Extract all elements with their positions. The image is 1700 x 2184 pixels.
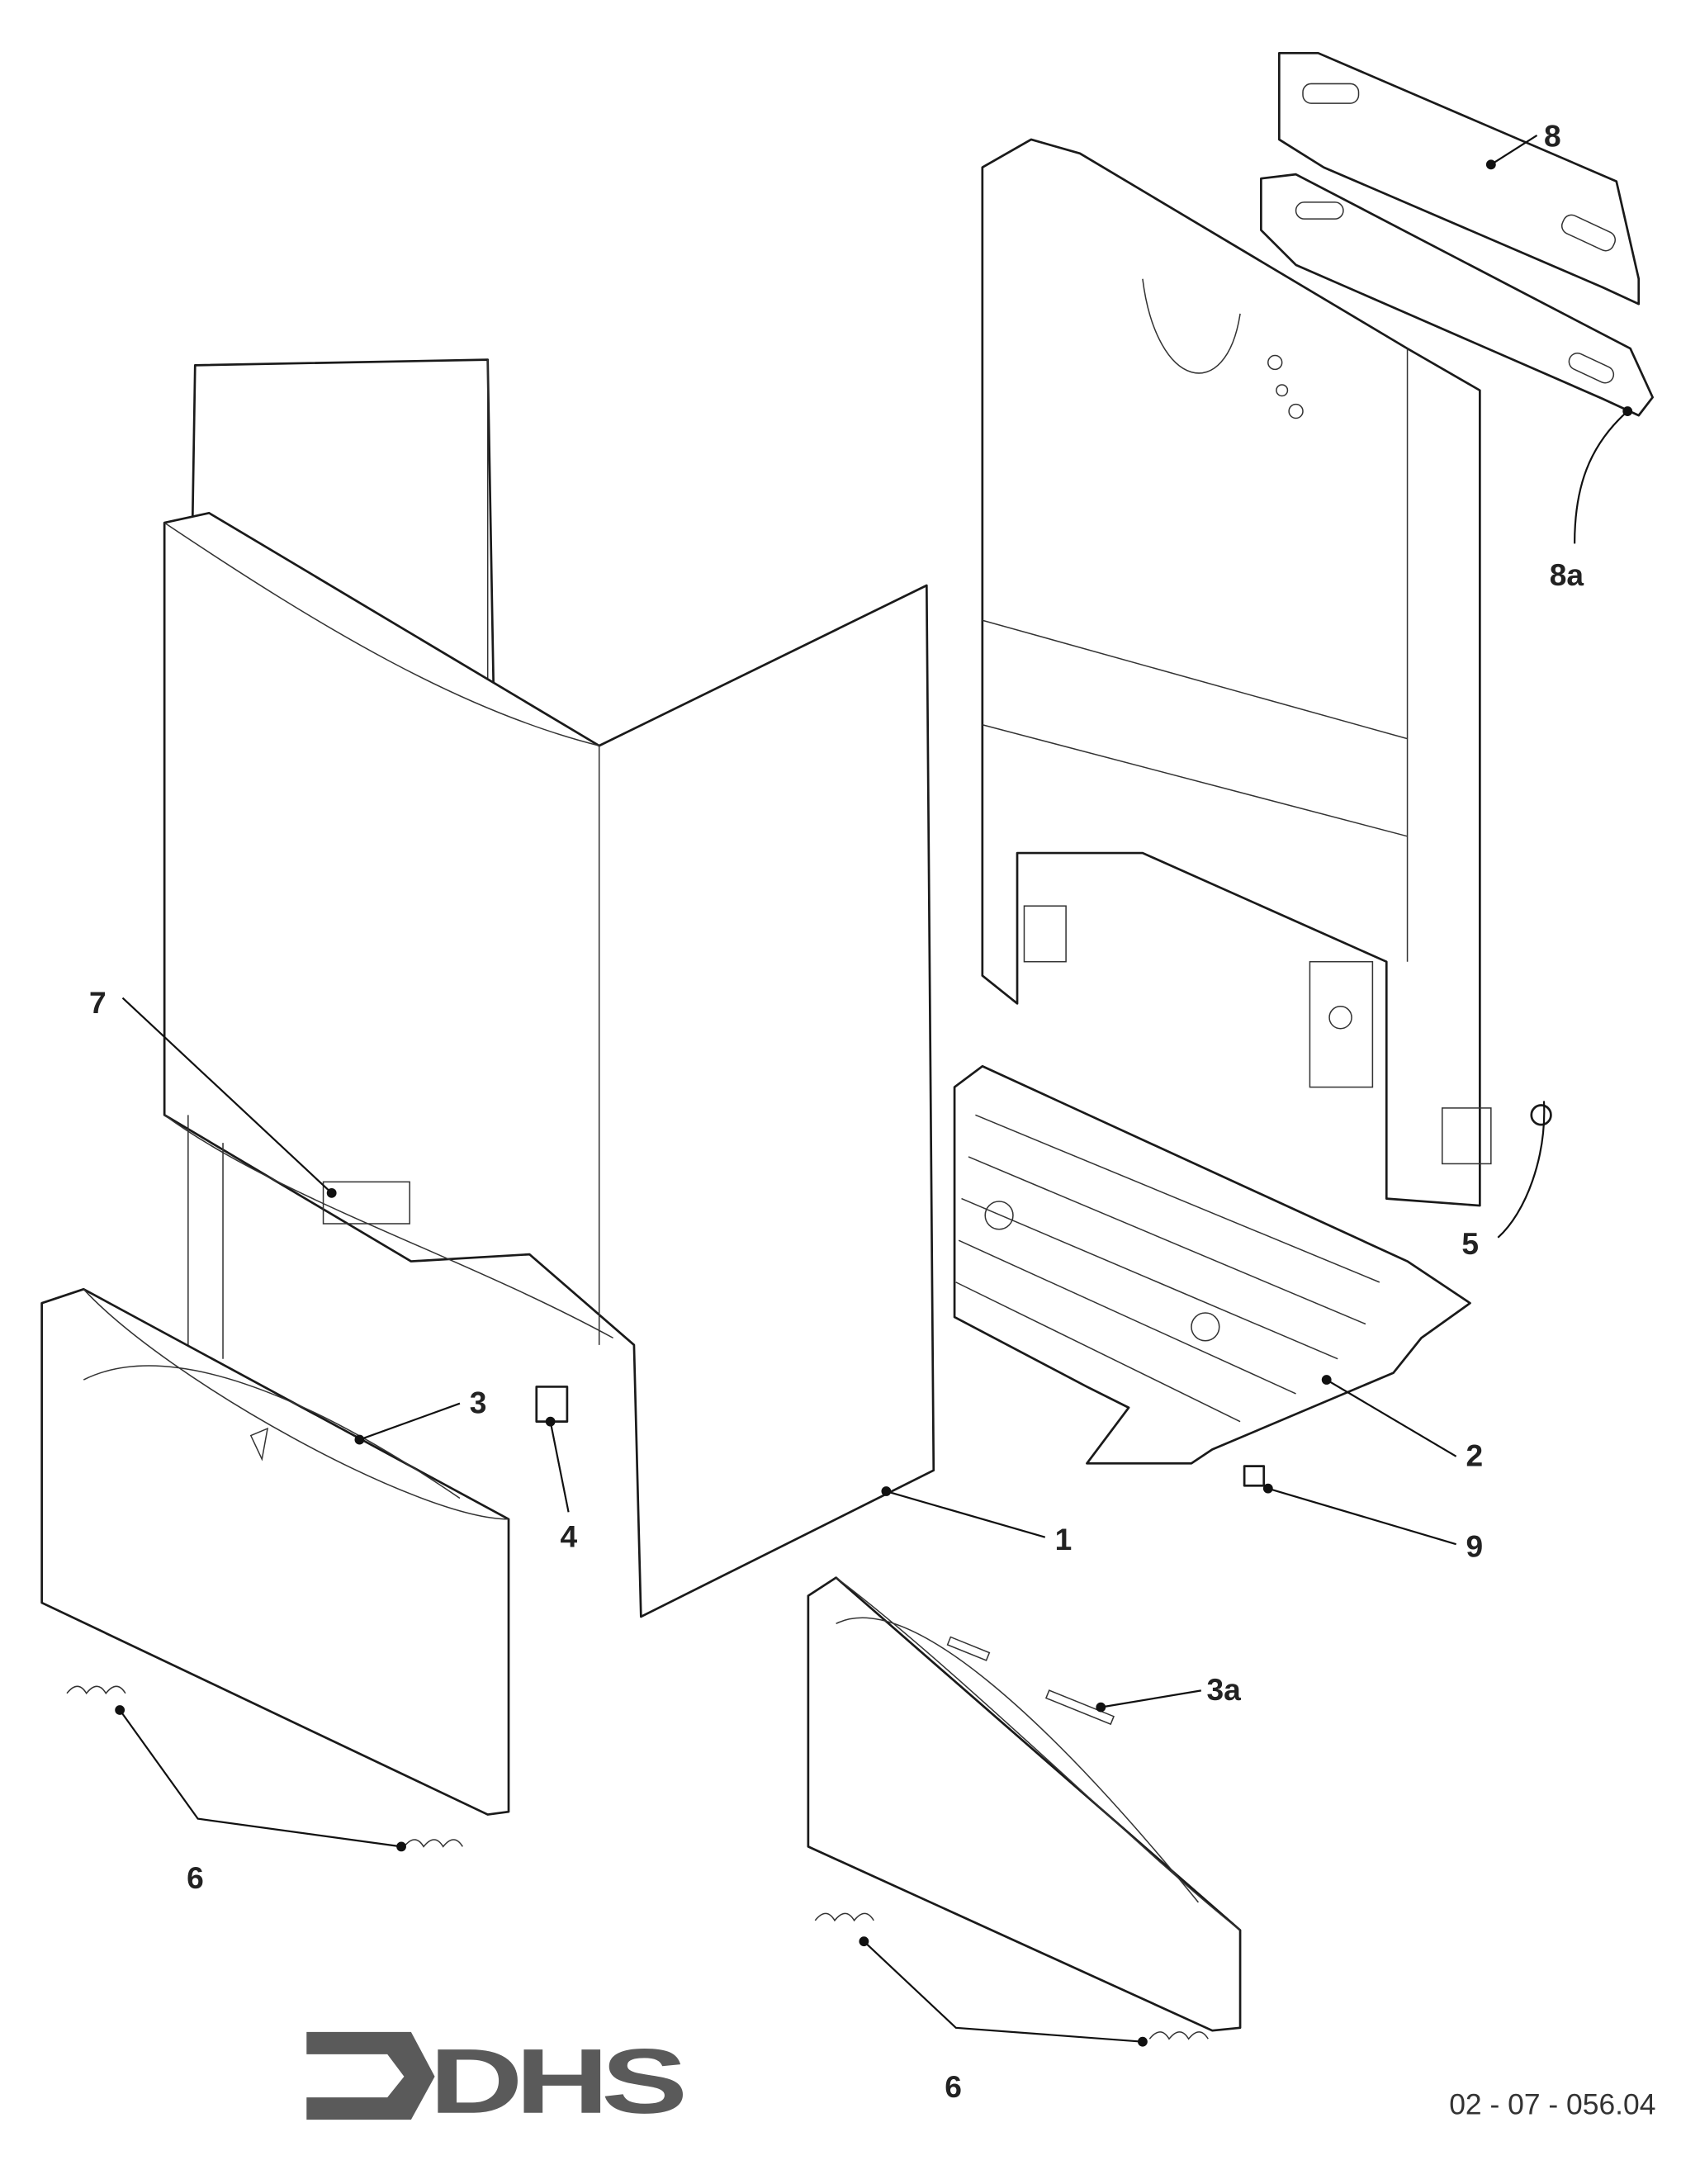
front-panel-3a — [807, 1576, 1242, 2032]
label-3a: 3a — [1207, 1672, 1242, 1707]
label-4: 4 — [560, 1519, 577, 1554]
label-2: 2 — [1466, 1438, 1483, 1473]
logo-text: DHS — [429, 2030, 683, 2133]
label-8a: 8a — [1550, 557, 1584, 592]
fastener-9 — [1243, 1465, 1266, 1487]
base-tray-2 — [953, 1064, 1471, 1465]
mounting-rail-8 — [1277, 51, 1641, 306]
leader-lines — [115, 134, 1633, 2047]
label-5: 5 — [1461, 1226, 1479, 1261]
clip-4 — [535, 1386, 569, 1423]
mounting-rail-8a — [1260, 173, 1654, 417]
back-chassis — [981, 138, 1492, 1207]
label-8: 8 — [1544, 118, 1561, 153]
label-6-right: 6 — [945, 2069, 962, 2104]
label-6-left: 6 — [187, 1860, 204, 1895]
label-1: 1 — [1055, 1522, 1073, 1556]
label-7: 7 — [89, 985, 107, 1020]
dhs-logo: DHS — [306, 2030, 689, 2133]
label-3: 3 — [470, 1386, 487, 1420]
label-9: 9 — [1466, 1528, 1483, 1563]
casing-front-panel-1 — [163, 511, 935, 1618]
fastener-5 — [1530, 1104, 1552, 1126]
spring-6 — [66, 1685, 1209, 2040]
drawing-reference: 02 - 07 - 056.04 — [1449, 2087, 1655, 2120]
front-panel-3 — [40, 1287, 510, 1816]
